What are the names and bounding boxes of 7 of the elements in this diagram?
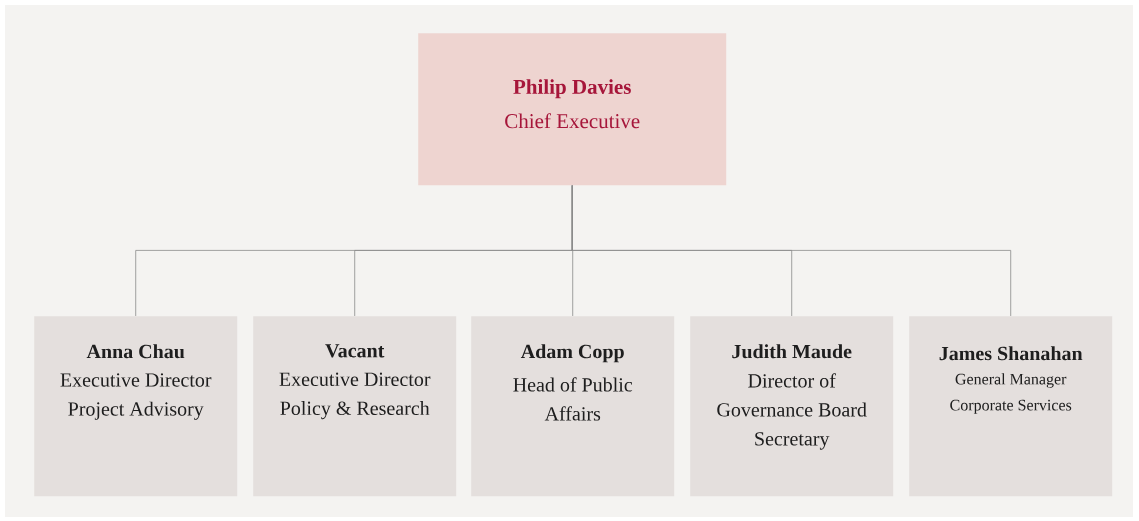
person-box: James Shanahan General Manager Corporate Services (909, 316, 1113, 497)
person-box: Anna Chau Executive Director Project Advisory (34, 316, 238, 497)
person-box: Judith Maude Director of Governance Board Secretary (690, 316, 894, 497)
person-box: Philip Davies Chief Executive (418, 33, 727, 186)
person-box: Adam Copp Head of Public Affairs (471, 316, 675, 497)
connector-line (571, 185, 1012, 317)
person-box: Vacant Executive Director Policy & Research (253, 316, 457, 497)
